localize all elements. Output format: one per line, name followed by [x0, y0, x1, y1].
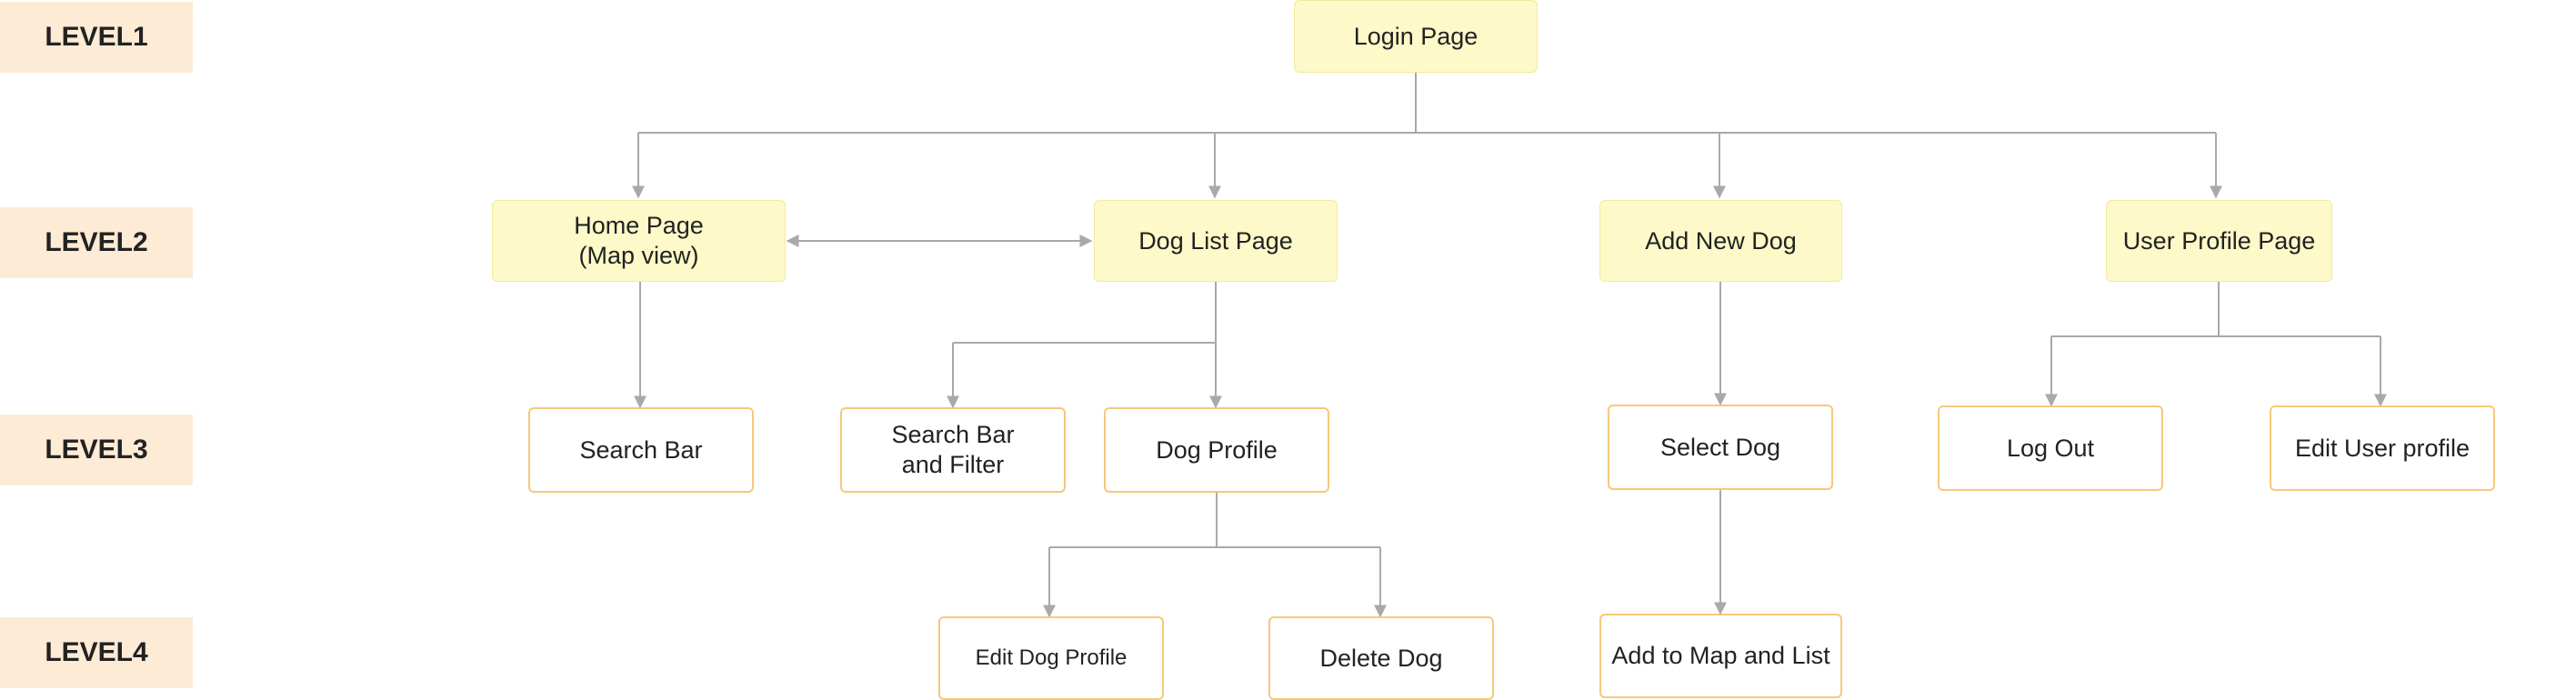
node-label: Search Bar and Filter [891, 421, 1015, 478]
level-4-label: LEVEL4 [0, 617, 193, 688]
node-label: Home Page (Map view) [574, 212, 704, 269]
node-label: Dog Profile [1156, 435, 1278, 464]
node-label: Edit Dog Profile [975, 645, 1128, 671]
node-label: Select Dog [1659, 433, 1781, 461]
node-label: User Profile Page [2122, 226, 2316, 255]
node-select-dog: Select Dog [1608, 405, 1833, 490]
node-label: Add New Dog [1645, 226, 1797, 255]
node-login-page: Login Page [1294, 0, 1538, 73]
node-dog-list-page: Dog List Page [1094, 200, 1338, 282]
node-search-bar: Search Bar [528, 407, 754, 493]
level-3-label: LEVEL3 [0, 415, 193, 485]
node-label: Add to Map and List [1611, 642, 1830, 670]
node-user-profile-page: User Profile Page [2106, 200, 2332, 282]
node-log-out: Log Out [1938, 405, 2163, 491]
level-1-label: LEVEL1 [0, 2, 193, 73]
node-delete-dog: Delete Dog [1268, 616, 1494, 700]
node-home-page: Home Page (Map view) [492, 200, 786, 282]
node-label: Login Page [1353, 22, 1478, 50]
node-label: Edit User profile [2294, 434, 2471, 462]
node-label: Dog List Page [1138, 226, 1293, 255]
node-label: Search Bar [579, 435, 703, 464]
node-dog-profile: Dog Profile [1104, 407, 1329, 493]
node-label: Delete Dog [1319, 644, 1443, 672]
node-edit-dog-profile: Edit Dog Profile [938, 616, 1164, 700]
node-add-new-dog: Add New Dog [1599, 200, 1842, 282]
level-2-label: LEVEL2 [0, 207, 193, 278]
node-add-to-map-and-list: Add to Map and List [1599, 614, 1842, 698]
node-edit-user-profile: Edit User profile [2270, 405, 2495, 491]
node-search-bar-and-filter: Search Bar and Filter [840, 407, 1066, 493]
node-label: Log Out [2006, 434, 2095, 462]
